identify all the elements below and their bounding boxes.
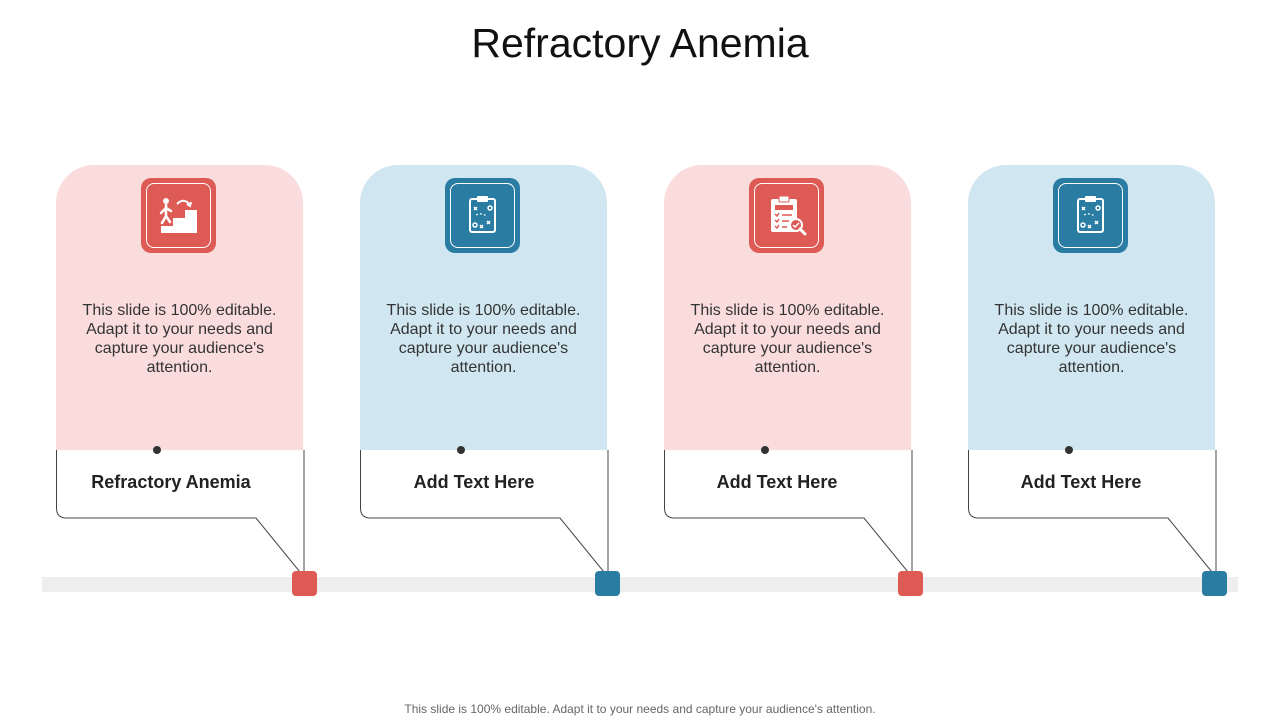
card-2-icon-box [445, 178, 520, 253]
timeline-marker-2 [595, 571, 620, 596]
card-2-label: Add Text Here [413, 472, 535, 492]
card-1-connector-dot [153, 446, 161, 454]
card-2-panel: This slide is 100% editable. Adapt it to… [360, 165, 607, 450]
card-4-callout-outline [968, 450, 1217, 579]
strategy-clipboard-icon [1077, 196, 1104, 233]
strategy-clipboard-icon [469, 196, 496, 233]
card-1-panel: This slide is 100% editable. Adapt it to… [56, 165, 303, 450]
slide-title: Refractory Anemia [471, 20, 809, 66]
timeline-marker-1 [292, 571, 317, 596]
card-2-connector-dot [457, 446, 465, 454]
timeline-marker-4 [1202, 571, 1227, 596]
timeline-marker-3 [898, 571, 923, 596]
card-1-callout-outline [56, 450, 305, 579]
timeline-bar [42, 577, 1238, 592]
card-4-icon-box [1053, 178, 1128, 253]
slide-footer: This slide is 100% editable. Adapt it to… [404, 702, 876, 716]
card-1-description: This slide is 100% editable. Adapt it to… [82, 302, 277, 376]
card-1-icon-box [141, 178, 216, 253]
card-3-connector-dot [761, 446, 769, 454]
card-2-description: This slide is 100% editable. Adapt it to… [386, 302, 581, 376]
card-4-label: Add Text Here [1020, 472, 1142, 492]
card-2-callout-outline [360, 450, 609, 579]
card-3-label: Add Text Here [716, 472, 838, 492]
card-4-panel: This slide is 100% editable. Adapt it to… [968, 165, 1215, 450]
card-4-connector-dot [1065, 446, 1073, 454]
card-3-description: This slide is 100% editable. Adapt it to… [690, 302, 885, 376]
card-1-label: Refractory Anemia [91, 472, 251, 492]
card-3-panel: This slide is 100% editable. Adapt it to… [664, 165, 911, 450]
card-4-description: This slide is 100% editable. Adapt it to… [994, 302, 1189, 376]
checklist-magnifier-icon [771, 195, 807, 236]
card-3-callout-outline [664, 450, 913, 579]
stairs-progress-icon [159, 198, 197, 233]
card-3-icon-box [749, 178, 824, 253]
